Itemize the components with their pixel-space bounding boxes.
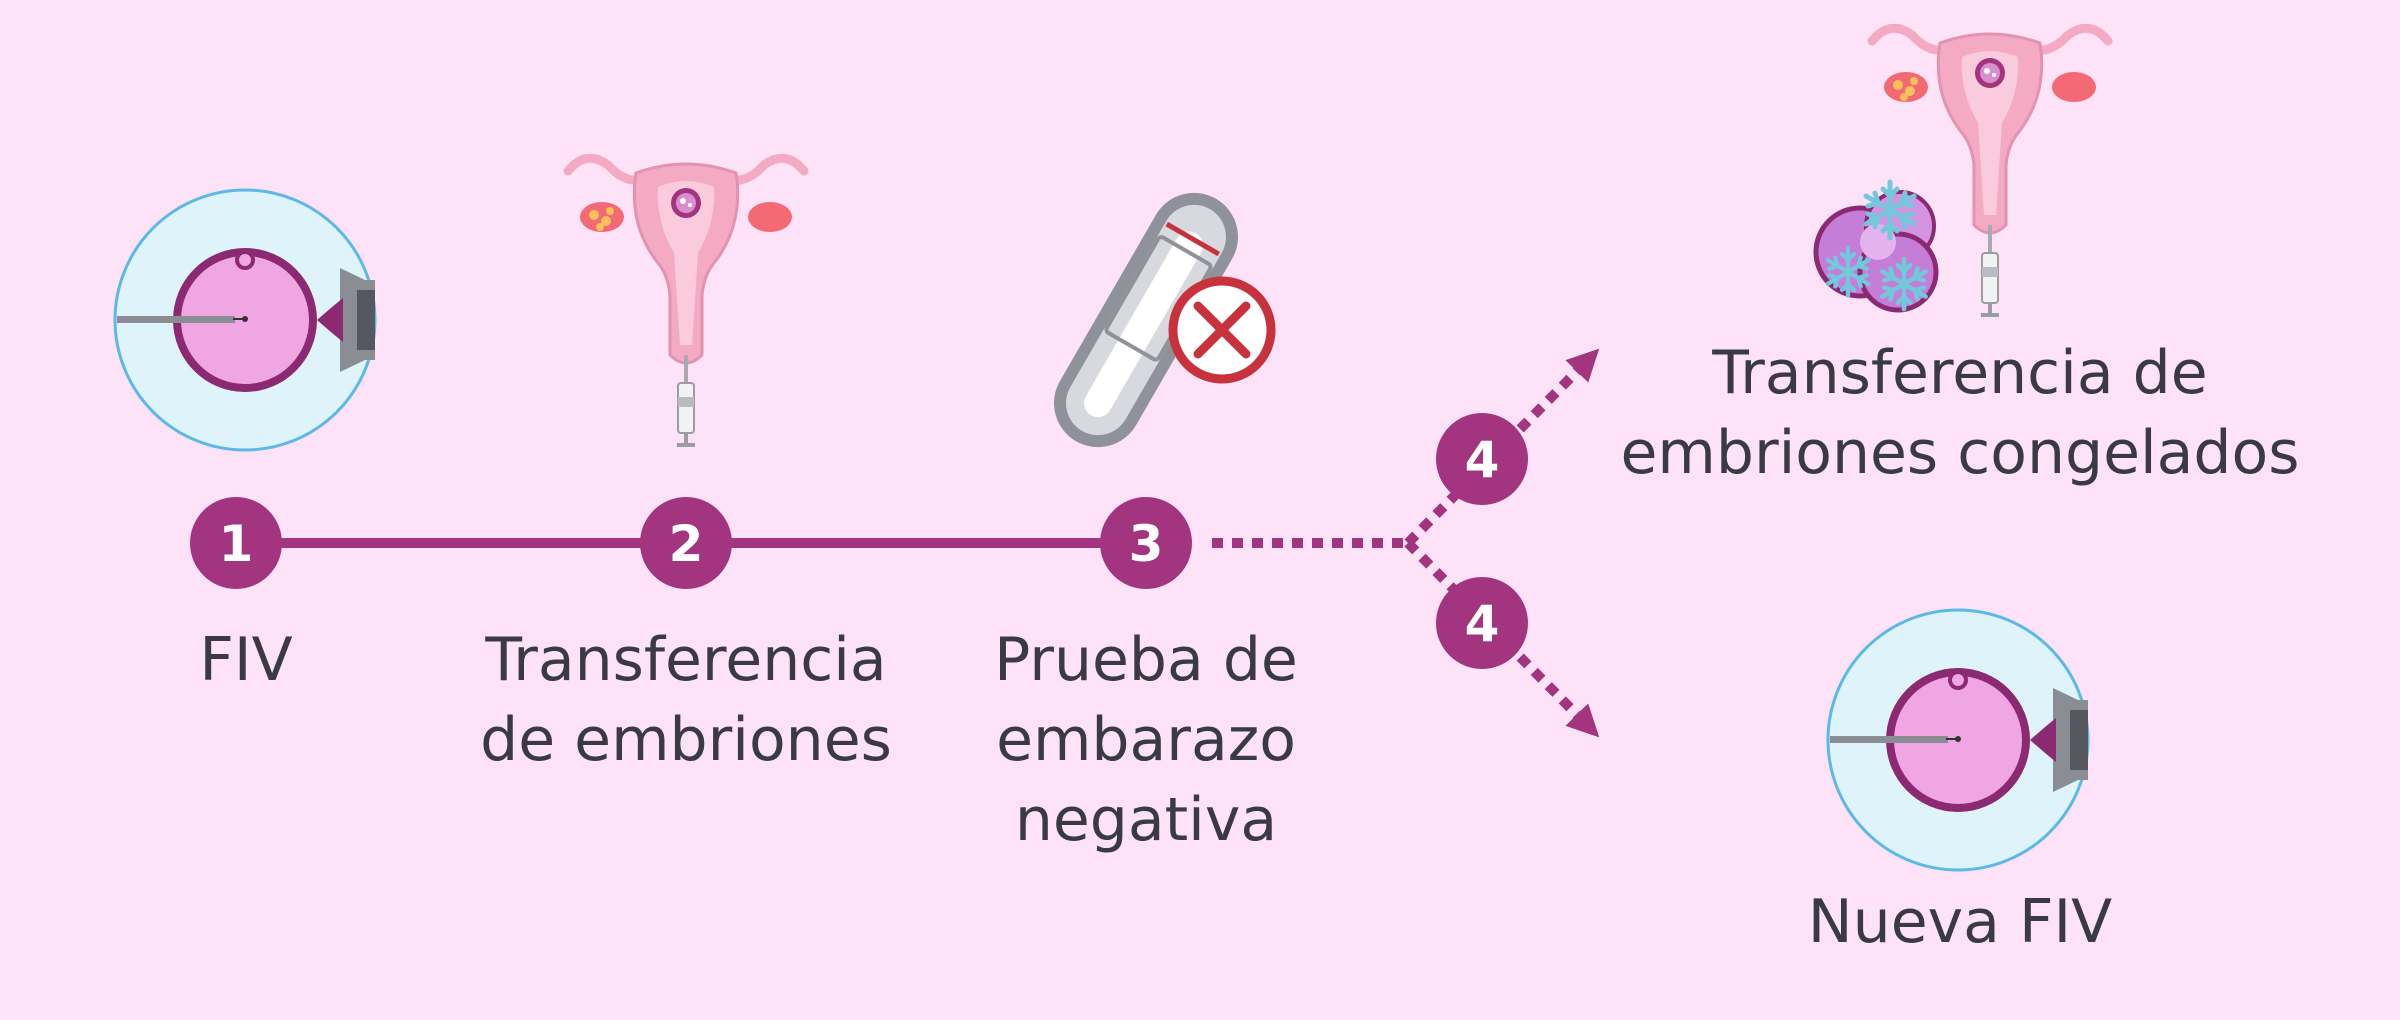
step-3-label: Prueba de embarazo negativa [906, 620, 1386, 860]
step-2-marker: 2 [640, 497, 732, 589]
step-1-label-line-1: FIV [199, 625, 293, 695]
branch-bottom-label-line-1: Nueva FIV [1807, 887, 2113, 957]
step-3-marker: 3 [1100, 497, 1192, 589]
branch-top-marker: 4 [1436, 413, 1528, 505]
step-2-label: Transferencia de embriones [446, 620, 926, 780]
step-2-number: 2 [669, 515, 704, 573]
branch-top-number: 4 [1465, 431, 1500, 489]
uterus-transfer-icon [568, 158, 804, 447]
frozen-embryo-transfer-icon [1813, 28, 2108, 317]
branch-bottom-marker: 4 [1436, 577, 1528, 669]
step-1-marker: 1 [190, 497, 282, 589]
branch-top-label: Transferencia de embriones congelados [1590, 333, 2330, 493]
step-1-label: FIV [86, 620, 406, 700]
branch-bottom-number: 4 [1465, 595, 1500, 653]
ivf-injection-icon [113, 188, 377, 452]
step-2-label-line-2: de embriones [480, 705, 892, 775]
step-3-number: 3 [1129, 515, 1164, 573]
ivf-injection-icon [1826, 608, 2090, 872]
step-2-label-line-1: Transferencia [485, 625, 887, 695]
step-3-label-line-2: embarazo [996, 705, 1296, 775]
negative-test-icon [1054, 192, 1276, 448]
branch-bottom-label: Nueva FIV [1700, 882, 2220, 962]
branch-top-label-line-2: embriones congelados [1620, 418, 2300, 488]
step-1-number: 1 [219, 515, 254, 573]
step-3-label-line-1: Prueba de [994, 625, 1298, 695]
step-3-label-line-3: negativa [1014, 785, 1278, 855]
branch-top-label-line-1: Transferencia de [1712, 338, 2208, 408]
